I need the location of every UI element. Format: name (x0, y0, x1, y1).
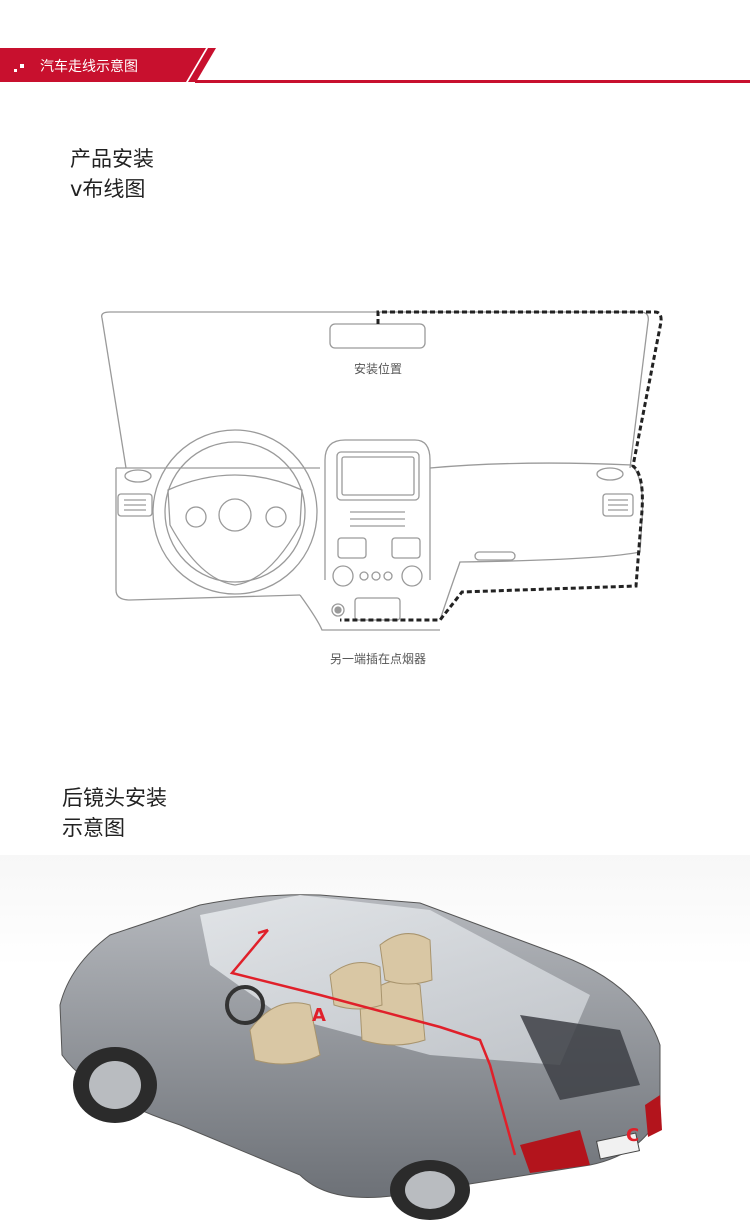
center-console (324, 439, 431, 580)
dashboard-top (116, 462, 633, 469)
header-underline (195, 80, 750, 83)
windshield-left-edge (101, 317, 127, 469)
install-label-line-1: 产品安装 (70, 147, 154, 171)
license-plate (595, 1132, 641, 1160)
header-dot-icon-2 (20, 64, 24, 68)
marker-a: A (312, 1005, 326, 1026)
dashboard-right (439, 464, 644, 621)
console-base (299, 594, 440, 631)
right-vent (602, 493, 634, 517)
header-slash-2 (178, 48, 206, 82)
install-label-line-2: v布线图 (70, 177, 146, 201)
console-vent-right (391, 537, 421, 559)
steering-wheel-outer (152, 429, 318, 595)
storage-slot (354, 597, 401, 621)
header-title: 汽车走线示意图 (40, 59, 138, 75)
car-wiring-illustration: A C (0, 855, 750, 1228)
header-banner (0, 48, 750, 83)
lighter-caption: 另一端插在点烟器 (329, 652, 426, 666)
header-dot-icon (14, 69, 17, 72)
rear-window (520, 1015, 640, 1100)
cigarette-lighter (331, 603, 345, 617)
left-vent (117, 493, 153, 517)
tail-light-right (645, 1095, 662, 1137)
section-header: 汽车走线示意图 (0, 0, 750, 100)
install-label: 产品安装 v布线图 (70, 144, 154, 204)
rear-camera-route (229, 929, 517, 1156)
windshield-outline (101, 311, 649, 469)
glovebox-handle (474, 551, 516, 561)
dashcam-mount (329, 323, 426, 349)
header-slash-3 (188, 48, 216, 82)
dashboard-left (115, 468, 301, 601)
left-speaker (124, 469, 152, 483)
install-position-caption: 安装位置 (353, 362, 402, 376)
steering-hub (218, 498, 252, 532)
center-screen (336, 451, 420, 501)
knob-left (332, 565, 354, 587)
dashboard-drawing (101, 310, 663, 631)
console-vent-left (337, 537, 367, 559)
car-steering-wheel (225, 985, 265, 1025)
tail-light-left (520, 1130, 590, 1173)
center-screen-inner (341, 456, 415, 496)
steering-wheel-inner (164, 441, 306, 583)
steering-spokes (167, 474, 303, 586)
rear-seat-2 (329, 962, 383, 1010)
knob-right (401, 565, 423, 587)
wiring-route (340, 310, 663, 622)
header-red-block (0, 48, 185, 82)
car-wheels (73, 1047, 470, 1220)
right-speaker (596, 467, 624, 481)
rear-camera-label: 后镜头安装 示意图 (62, 783, 167, 843)
steering-button-right (265, 506, 287, 528)
rear-seat-1 (379, 933, 433, 985)
dashboard-wiring-diagram: 安装位置 另一端插在点烟器 (0, 290, 750, 690)
steering-button-left (185, 506, 207, 528)
header-slash-1 (165, 48, 200, 82)
marker-c: C (626, 1125, 640, 1146)
front-seat-left (249, 1002, 321, 1065)
rear-camera-label-line-2: 示意图 (62, 816, 125, 840)
rear-camera-label-line-1: 后镜头安装 (62, 786, 167, 810)
car-drawing (59, 894, 662, 1220)
